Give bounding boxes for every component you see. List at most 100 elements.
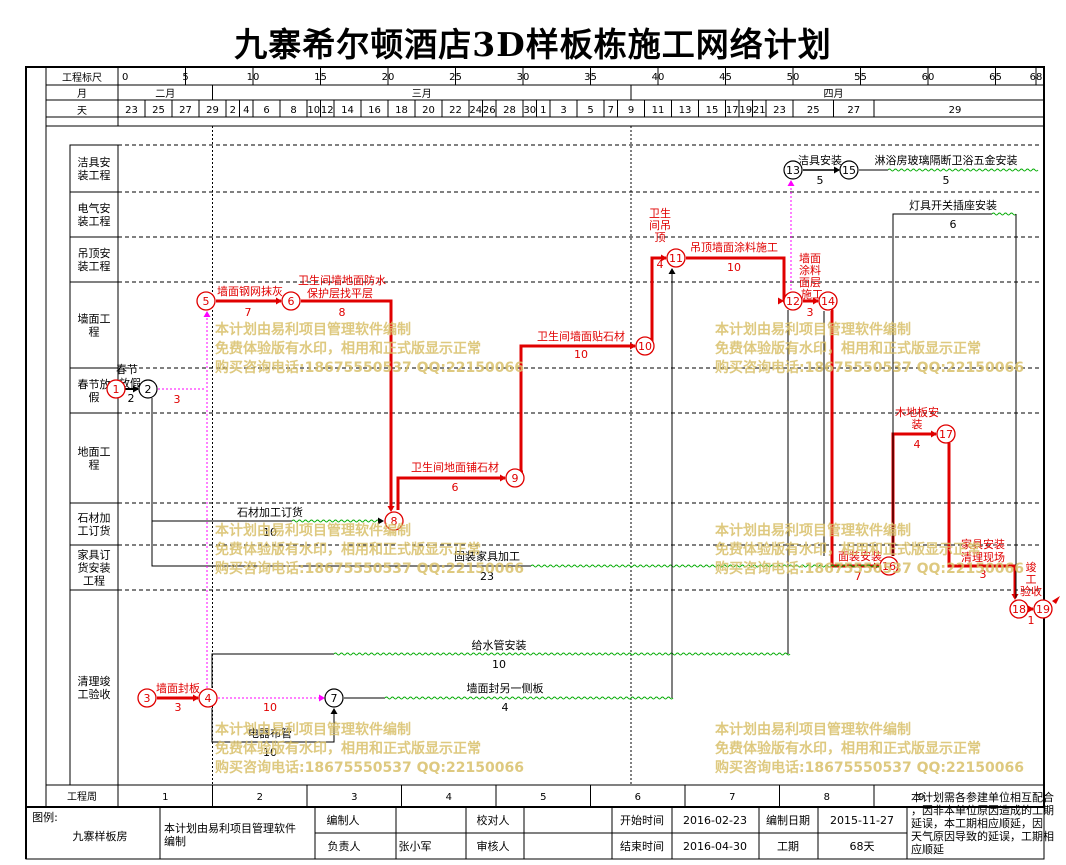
lane-name: 洁具安 [78,155,111,169]
end-value: 2016-04-30 [683,840,747,853]
lane-name: 工验收 [78,687,111,701]
end-flag-icon [1052,596,1060,604]
node-3 [137,688,157,708]
watermark-text: 免费体验版有水印，相用和正式版显示正常 [715,740,981,757]
activity-name: 洁具安装 [798,153,842,167]
month-name: 二月 [155,88,175,100]
lane-name: 工程 [83,575,105,588]
activity-duration: 4 [914,438,921,451]
day-cell: 18 [395,105,408,116]
outer-frame [25,66,1045,808]
node-label: 5 [203,295,210,308]
activity-waterproofing [301,299,393,510]
activity-name: 淋浴房玻璃隔断卫浴五金安装 [875,153,1018,167]
lane-name: 家具订 [78,548,111,562]
free-float-line [384,696,674,700]
activity-duration: 3 [807,306,814,319]
activity-name: 涂料 [799,263,821,277]
node-label: 14 [821,295,835,308]
activity-water-pipe [211,653,334,688]
activity-duration: 10 [492,658,506,671]
activity-electrical-conduit [211,708,335,743]
week-number: 2 [257,792,263,803]
activity-name: 卫生间墙地面防水 [298,273,386,287]
day-cell: 6 [263,105,269,116]
activity-name: 石材加工订货 [237,505,303,519]
scale-tick-label: 10 [247,72,260,83]
lane-name: 清理竣 [78,674,111,688]
arrow-head [874,562,880,570]
activity-duration: 10 [263,746,277,759]
activity-duration: 10 [263,526,277,539]
node-9 [505,468,525,488]
node-label: 4 [205,692,212,705]
free-float-line [530,564,880,568]
node-12 [783,291,803,311]
node-16 [879,556,899,576]
node-label: 12 [786,295,800,308]
watermark-text: 本计划由易利项目管理软件编制 [215,522,411,539]
activity-name: 验收 [1020,584,1042,598]
lane-name: 货安装 [78,561,111,575]
footer-note: 应顺延 [911,842,944,856]
activity-name: 墙面封板 [156,681,200,695]
node-11 [666,248,686,268]
node-19 [1033,599,1053,619]
activity-duration: 4 [657,258,664,271]
day-cell: 13 [679,105,692,116]
activity-name: 墙面封另一侧板 [467,681,544,695]
node-2 [138,379,158,399]
day-cell: 4 [243,105,249,116]
node-label: 8 [391,515,398,528]
lane-name: 装工程 [78,260,111,273]
arrow-head [787,180,795,186]
scale-tick-label: 20 [382,72,395,83]
watermark-text: 本计划由易利项目管理软件编制 [215,721,411,738]
node-label: 13 [786,164,800,177]
arrow-head [500,474,506,482]
activity-duration: 6 [452,481,459,494]
day-cell: 20 [422,105,435,116]
watermark-text: 本计划由易利项目管理软件编制 [215,321,411,338]
page-title: 九寨希尔顿酒店3D样板栋施工网络计划 [234,25,832,64]
arrow-head [330,708,338,714]
watermark-text: 免费体验版有水印，相用和正式版显示正常 [715,541,981,558]
free-float-line [333,652,791,656]
node-17 [936,424,956,444]
watermark-text: 购买咨询电话:18675550537 QQ:22150066 [715,759,1024,776]
arrow-head [1028,605,1034,613]
duration-label: 工期 [777,840,799,853]
activity-duration: 3 [174,393,181,406]
activity-name: 间吊 [649,219,671,232]
activity-name: 春节 [116,363,138,376]
lane-name: 电气安 [78,201,111,215]
month-name: 三月 [412,88,432,100]
watermark-text: 购买咨询电话:18675550537 QQ:22150066 [215,359,524,376]
scale-tick-label: 5 [182,72,188,83]
free-float-line [887,168,1039,172]
lane-name: 墙面工 [78,312,111,326]
activity-duration: 7 [855,570,862,583]
week-number: 4 [446,792,452,803]
activity-duration: 10 [263,701,277,714]
scale-tick-label: 25 [449,72,462,83]
day-cell: 3 [560,105,566,116]
day-cell: 23 [773,105,786,116]
node-label: 11 [669,252,683,265]
activity-name: 灯具开关插座安装 [909,198,997,212]
activity-name: 保护层找平层 [307,286,373,300]
activity-lighting [892,213,992,556]
activity-wall-stone [519,344,635,474]
day-cell: 5 [587,105,593,116]
arrow-head [1011,594,1019,600]
node-5 [196,291,216,311]
scale-tick-label: 30 [517,72,530,83]
node-4 [198,688,218,708]
compiler-label: 编制人 [327,813,360,827]
day-cell: 27 [847,105,860,116]
activity-name: 吊顶墙面涂料施工 [690,240,778,254]
activity-duration: 10 [727,261,741,274]
activity-fixed-furniture [151,521,531,567]
reviewer-label: 审核人 [477,839,510,853]
activity-name: 卫生间墙面贴石材 [537,329,625,343]
